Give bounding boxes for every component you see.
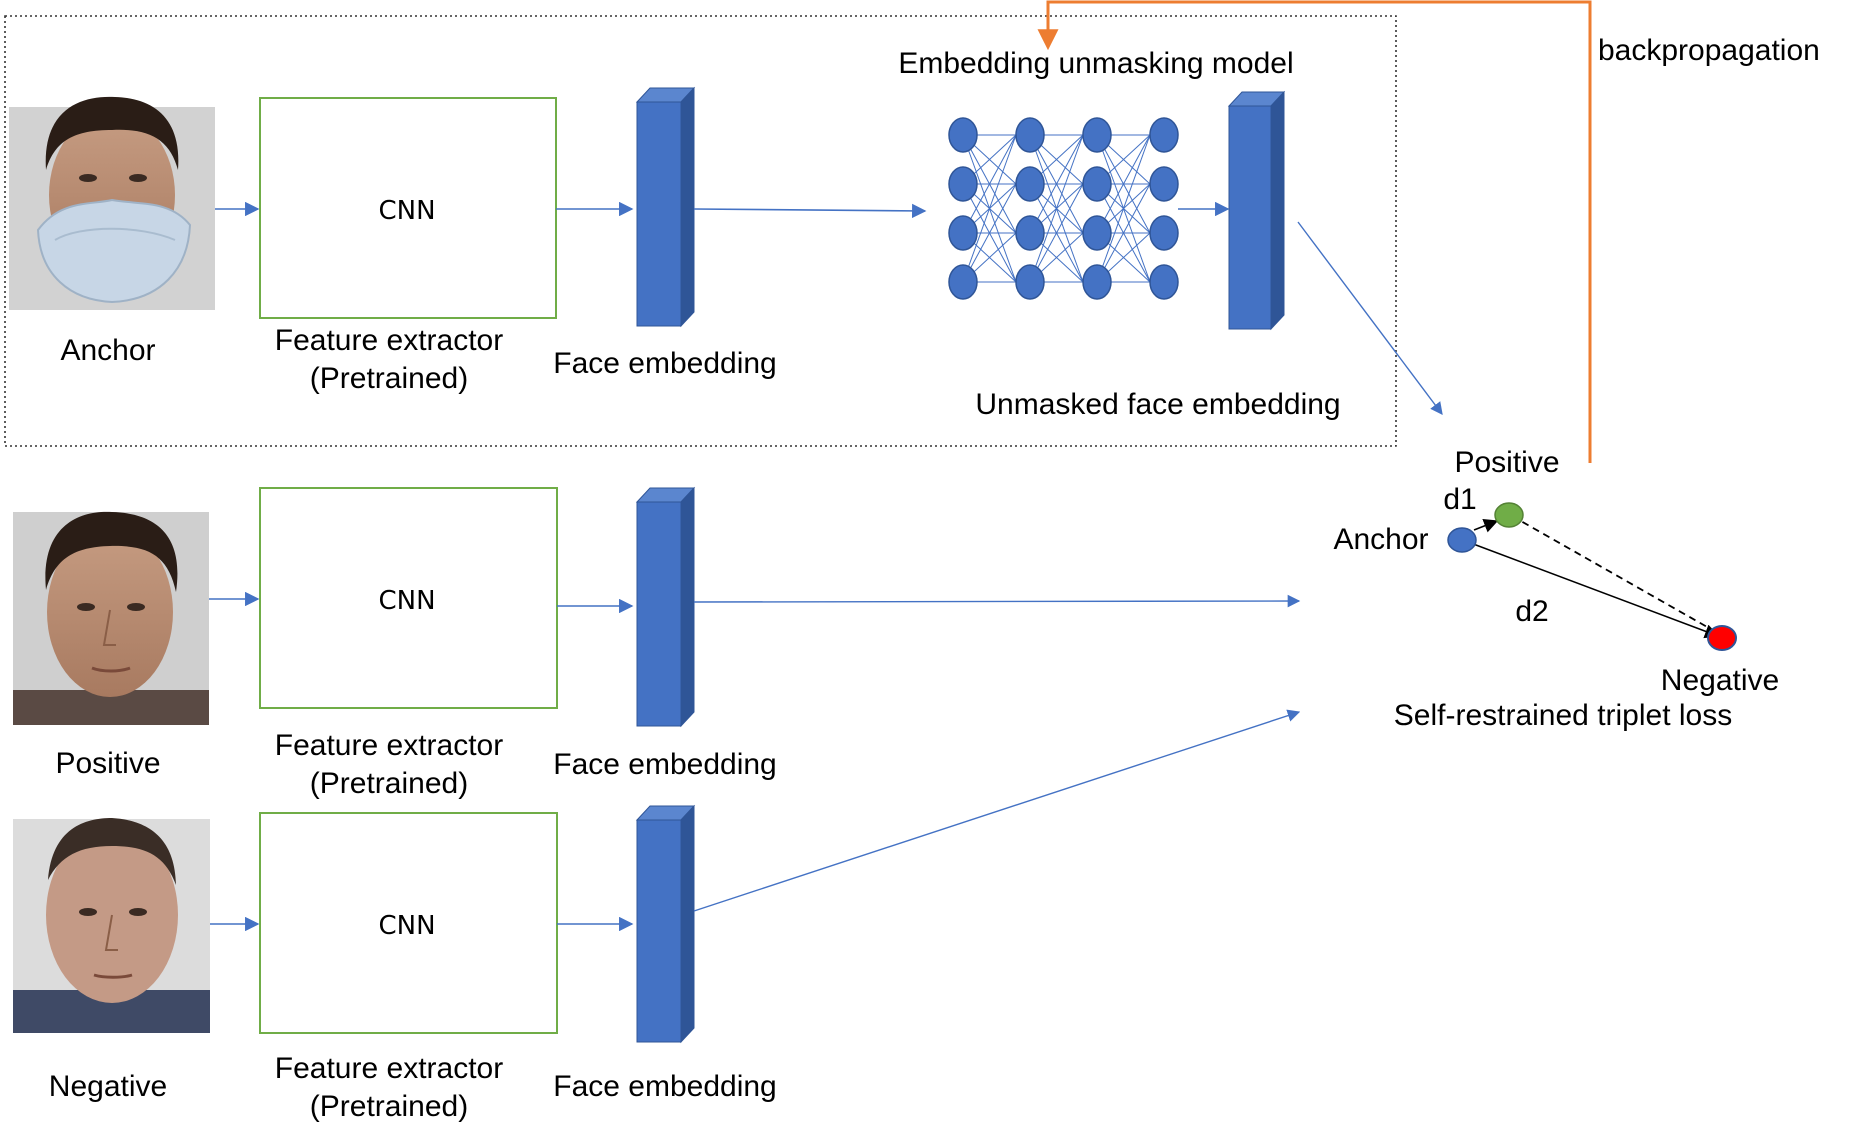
arrow-embedding-to-network	[693, 203, 927, 219]
cnn-box-negative	[259, 812, 558, 1034]
network-node	[948, 215, 978, 251]
face-embedding-bar-anchor	[635, 86, 696, 328]
positive-to-negative-distance	[1511, 515, 1717, 633]
self-restrained-triplet-loss-label: Self-restrained triplet loss	[1394, 699, 1732, 732]
arrow-unmasked-to-loss	[1297, 221, 1443, 416]
network-connection	[1096, 134, 1151, 283]
pretrained-label-anchor: (Pretrained)	[310, 362, 468, 395]
network-connection	[962, 134, 1017, 234]
network-connection	[1029, 134, 1084, 234]
network-connection	[1096, 134, 1151, 234]
network-node	[1082, 166, 1112, 202]
face-embedding-bar-positive	[635, 486, 696, 728]
network-connection	[1029, 134, 1084, 283]
cnn-label-negative: CNN	[378, 911, 435, 941]
loss-anchor-label: Anchor	[1333, 523, 1428, 556]
network-node	[948, 166, 978, 202]
face-embedding-bar-negative	[635, 804, 696, 1044]
network-node	[1082, 215, 1112, 251]
cnn-box-positive	[259, 487, 558, 709]
feature-extractor-label-positive: Feature extractor	[275, 729, 503, 762]
feature-extractor-label-negative: Feature extractor	[275, 1052, 503, 1085]
anchor-to-negative-distance	[1459, 538, 1720, 639]
network-node	[1015, 215, 1045, 251]
network-node	[948, 264, 978, 300]
negative-image-label: Negative	[49, 1070, 167, 1103]
cnn-label-anchor: CNN	[378, 196, 435, 226]
negative-point	[1707, 625, 1737, 651]
cnn-label-positive: CNN	[378, 586, 435, 616]
network-node	[948, 117, 978, 153]
positive-image-label: Positive	[55, 747, 160, 780]
face-embedding-label-positive: Face embedding	[553, 748, 776, 781]
network-node	[1015, 166, 1045, 202]
d2-label: d2	[1515, 595, 1548, 628]
network-node	[1082, 264, 1112, 300]
network-node	[1149, 215, 1179, 251]
network-connection	[962, 183, 1017, 283]
network-node	[1082, 117, 1112, 153]
anchor-point	[1447, 527, 1477, 553]
unmasking-model-frame	[4, 15, 1397, 447]
positive-face-photo	[13, 511, 209, 725]
neural-network-icon	[948, 117, 1179, 300]
network-node	[1015, 117, 1045, 153]
anchor-image-label: Anchor	[60, 334, 155, 367]
positive-point	[1494, 502, 1524, 528]
network-node	[1149, 117, 1179, 153]
embedding-unmasking-model-title: Embedding unmasking model	[898, 47, 1293, 80]
network-node	[1015, 264, 1045, 300]
face-embedding-label-anchor: Face embedding	[553, 347, 776, 380]
feature-extractor-label-anchor: Feature extractor	[275, 324, 503, 357]
cnn-box-anchor	[259, 97, 557, 319]
face-embedding-label-negative: Face embedding	[553, 1070, 776, 1103]
network-connection	[962, 134, 1017, 283]
loss-negative-label: Negative	[1661, 664, 1779, 697]
backpropagation-arrow	[1037, 0, 1592, 463]
backpropagation-label: backpropagation	[1598, 34, 1820, 67]
anchor-face-photo	[9, 96, 215, 310]
network-node	[1149, 264, 1179, 300]
network-connection	[1029, 183, 1084, 283]
d1-label: d1	[1443, 483, 1476, 516]
pretrained-label-positive: (Pretrained)	[310, 767, 468, 800]
arrow-positive-to-loss	[693, 594, 1301, 608]
pretrained-label-negative: (Pretrained)	[310, 1090, 468, 1123]
network-node	[1149, 166, 1179, 202]
network-connection	[1096, 183, 1151, 283]
negative-face-photo	[13, 818, 210, 1033]
loss-positive-label: Positive	[1454, 446, 1559, 479]
unmasked-embedding-bar	[1227, 90, 1286, 331]
unmasked-face-embedding-label: Unmasked face embedding	[975, 388, 1340, 421]
anchor-to-positive-distance	[1473, 519, 1499, 533]
arrow-negative-to-loss	[693, 709, 1301, 912]
